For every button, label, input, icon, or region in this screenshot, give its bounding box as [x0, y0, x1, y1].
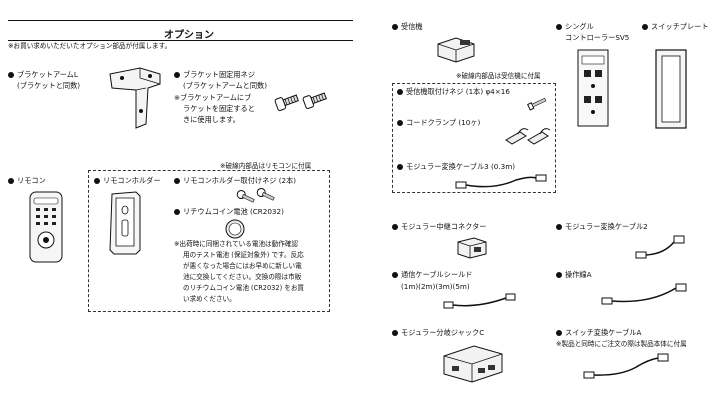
bracket-screw-sub: (ブラケットアームと同数): [183, 81, 268, 90]
bracket-screws-illustration: [274, 92, 327, 111]
controller-illustration: [577, 49, 609, 127]
modular-connector-illustration: [457, 237, 487, 259]
section-heading: オプション: [164, 30, 214, 41]
switch-plate-illustration: [655, 49, 687, 129]
receiver-screw-label: 受信機取付けネジ (1本) φ4×16: [397, 87, 510, 97]
bracket-arm-illustration: [109, 67, 161, 129]
remote-holder-label: リモコンホルダー: [94, 176, 161, 186]
heading-rule-top: [8, 20, 353, 21]
receiver-label: 受信機: [392, 22, 423, 32]
bracket-screw-note-1: ※ブラケットアームにブ: [174, 93, 252, 102]
remote-illustration: [29, 191, 63, 263]
modular-cable3-illustration: [455, 174, 547, 189]
holder-screws-illustration: [236, 187, 275, 203]
bracket-screw-note-3: きに使用します。: [183, 115, 240, 124]
bracket-arm-sub: (ブラケットと同数): [17, 81, 81, 90]
modular-jack-label: モジュラー分岐ジャックC: [392, 328, 484, 338]
battery-note-4: 池に交換してください。交換の際は市販: [183, 273, 302, 281]
cord-clamp-illustration: [505, 128, 551, 145]
remote-parts-dashed-box: [88, 170, 330, 312]
modular-cable2-illustration: [635, 235, 685, 259]
modular-connector-label: モジュラー中継コネクター: [392, 222, 486, 232]
switch-plate-label: スイッチプレート: [642, 22, 709, 32]
battery-note-3: が悪くなった場合にはお早めに新しい電: [183, 262, 302, 270]
receiver-illustration: [437, 37, 475, 63]
remote-bundle-note: ※破線内部品はリモコンに付属: [220, 162, 312, 170]
intro-note: ※お買い求めいただいたオプション部品が付属します。: [8, 42, 172, 50]
coin-battery-illustration: [225, 219, 245, 239]
receiver-bundle-note: ※破線内部品は受信機に付属: [456, 72, 541, 80]
bracket-screw-note-2: ラケットを固定すると: [183, 104, 255, 113]
switch-cable-label: スイッチ変換ケーブルA: [556, 328, 641, 338]
heading-rule-bottom: [8, 40, 353, 41]
cord-clamp-label: コードクランプ (10ヶ): [397, 118, 480, 128]
modular-jack-illustration: [443, 345, 503, 383]
receiver-screw-illustration: [527, 97, 547, 111]
battery-note-1: ※出荷時に同梱されている電池は動作確認: [174, 240, 299, 248]
operation-wire-illustration: [601, 283, 687, 305]
switch-cable-illustration: [583, 353, 669, 379]
comm-cable-lengths: (1m)(2m)(3m)(5m): [401, 282, 470, 291]
battery-label: リチウムコイン電池 (CR2032): [174, 207, 284, 217]
operation-wire-label: 操作線A: [556, 270, 591, 280]
comm-cable-illustration: [443, 293, 516, 309]
comm-cable-label: 通信ケーブルシールド: [392, 270, 472, 280]
modular-cable2-label: モジュラー変換ケーブル2: [556, 222, 648, 232]
modular-cable3-label: モジュラー変換ケーブル3 (0.3m): [397, 162, 515, 172]
switch-cable-note: ※製品と同時にご注文の際は製品本体に付属: [556, 340, 687, 348]
controller-label-1: シングル: [556, 22, 594, 32]
bracket-arm-label: ブラケットアームL: [8, 70, 78, 80]
remote-holder-illustration: [109, 191, 141, 255]
controller-label-2: コントローラーSV5: [565, 33, 630, 42]
bracket-screw-label: ブラケット固定用ネジ: [174, 70, 255, 80]
battery-note-6: い求めください。: [183, 295, 236, 303]
battery-note-2: 用のテスト電池 (保証対象外) です。反応: [183, 251, 304, 259]
remote-label: リモコン: [8, 176, 46, 186]
battery-note-5: のリチウムコイン電池 (CR2032) をお買: [183, 284, 305, 292]
holder-screw-label: リモコンホルダー取付けネジ (2本): [174, 176, 296, 186]
receiver-parts-dashed-box: [392, 83, 556, 193]
